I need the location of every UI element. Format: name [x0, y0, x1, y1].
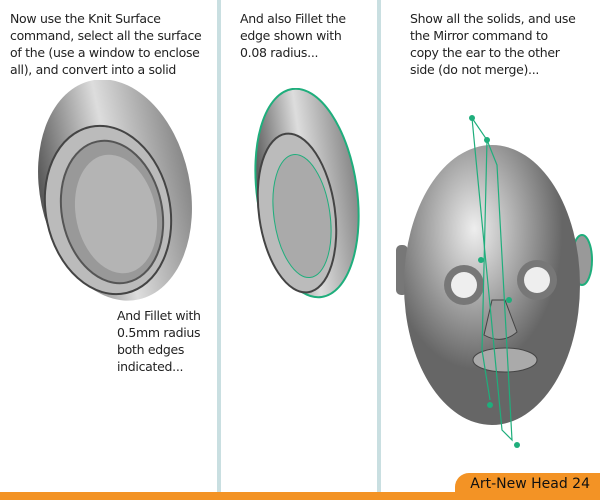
step-text-fillet-008: And also Fillet the edge shown with 0.08… — [240, 11, 346, 60]
footer-tab: Art-New Head 24 — [455, 473, 600, 495]
panel-divider — [217, 0, 221, 492]
footer-label: Art-New Head 24 — [470, 476, 590, 492]
step-text-mirror: Show all the solids, and use the Mirror … — [410, 11, 576, 77]
ear-solid-image — [38, 80, 192, 301]
footer-bar — [0, 492, 600, 500]
head-mirror-image — [396, 115, 593, 448]
panel-divider — [377, 0, 381, 492]
step-text-knit: Now use the Knit Surface command, select… — [10, 11, 202, 77]
ear-fillet-image — [254, 88, 360, 299]
step-text-fillet-05: And Fillet with 0.5mm radius both edges … — [117, 308, 201, 374]
